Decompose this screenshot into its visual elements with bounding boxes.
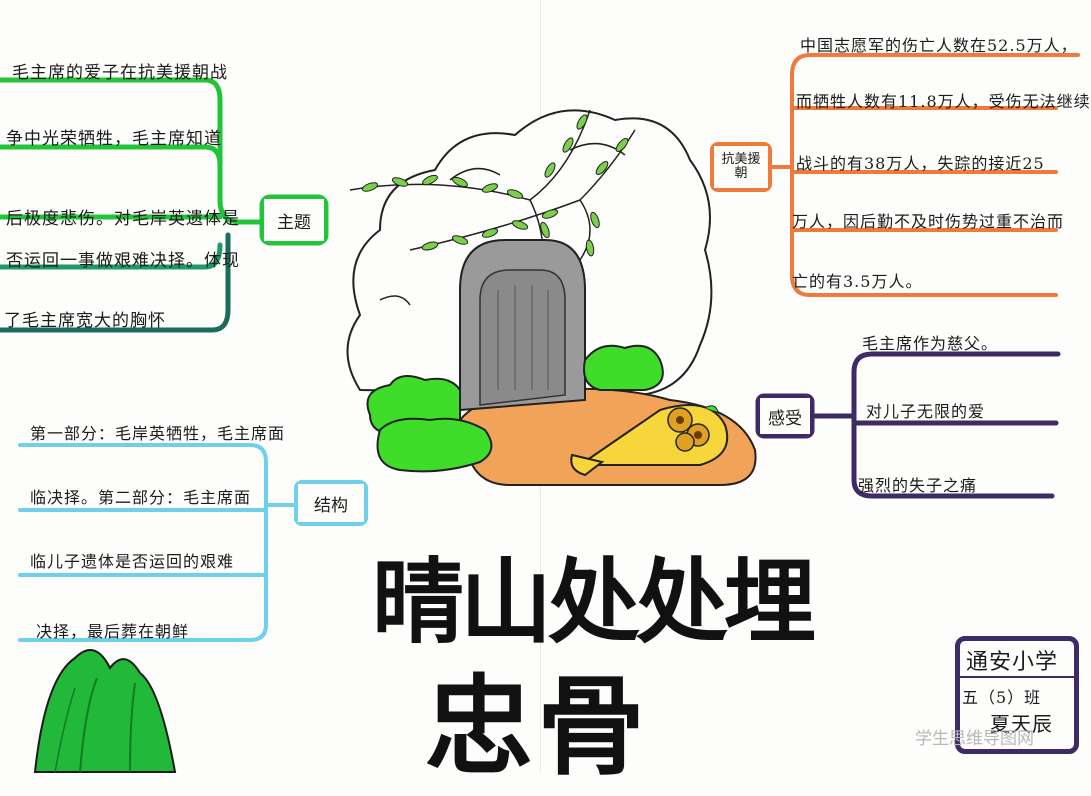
flower-bouquet (570, 404, 729, 477)
structure-line-4: 决择，最后葬在朝鲜 (36, 622, 190, 641)
context-line-3: 战斗的有38万人，失踪的接近25 (796, 154, 1045, 173)
context-line-1: 中国志愿军的伤亡人数在52.5万人， (800, 36, 1078, 55)
feeling-label: 感受 (760, 398, 810, 434)
structure-line-1: 第一部分：毛岸英牺牲，毛主席面 (30, 424, 286, 443)
theme-line-3: 后极度悲伤。对毛岸英遗体是 (6, 209, 240, 229)
theme-line-4: 否运回一事做艰难决择。体现 (6, 251, 240, 271)
context-line-5: 亡的有3.5万人。 (792, 272, 923, 291)
title-sub: 忠骨 (425, 665, 650, 790)
context-line-4: 万人，因后勤不及时伤势过重不治而 (792, 212, 1065, 231)
memorial-illustration (346, 109, 757, 486)
title-main: 晴山处处埋 (372, 549, 816, 656)
structure-line-2: 临决择。第二部分：毛主席面 (30, 488, 252, 507)
signature-school: 通安小学 (966, 650, 1059, 675)
context-label: 抗美援朝 (714, 146, 768, 188)
structure-line-3: 临儿子遗体是否运回的艰难 (30, 552, 235, 571)
theme-connector-lines (0, 77, 329, 333)
structure-connector-lines (18, 443, 368, 642)
feeling-connector-lines (755, 351, 1061, 499)
mountain-illustration (33, 649, 177, 773)
feeling-line-2: 对儿子无限的爱 (866, 402, 986, 421)
context-connector-lines (710, 53, 1080, 297)
theme-label: 主题 (264, 199, 324, 241)
theme-line-2: 争中光荣牺牲，毛主席知道 (6, 129, 222, 149)
signature-box (955, 636, 1079, 754)
watermark-text: 学生思维导图网 (915, 729, 1034, 749)
theme-line-1: 毛主席的爱子在抗美援朝战 (12, 63, 228, 83)
signature-name: 夏天辰 (990, 712, 1053, 736)
theme-line-5: 了毛主席宽大的胸怀 (4, 311, 166, 331)
green-bushes (366, 344, 664, 473)
context-line-2: 而牺牲人数有11.8万人，受伤无法继续 (796, 92, 1091, 111)
feeling-line-1: 毛主席作为慈父。 (862, 334, 999, 353)
structure-label: 结构 (298, 484, 364, 522)
signature-divider (958, 676, 1074, 678)
feeling-line-3: 强烈的失子之痛 (858, 476, 978, 495)
signature-class: 五（5）班 (962, 688, 1042, 707)
